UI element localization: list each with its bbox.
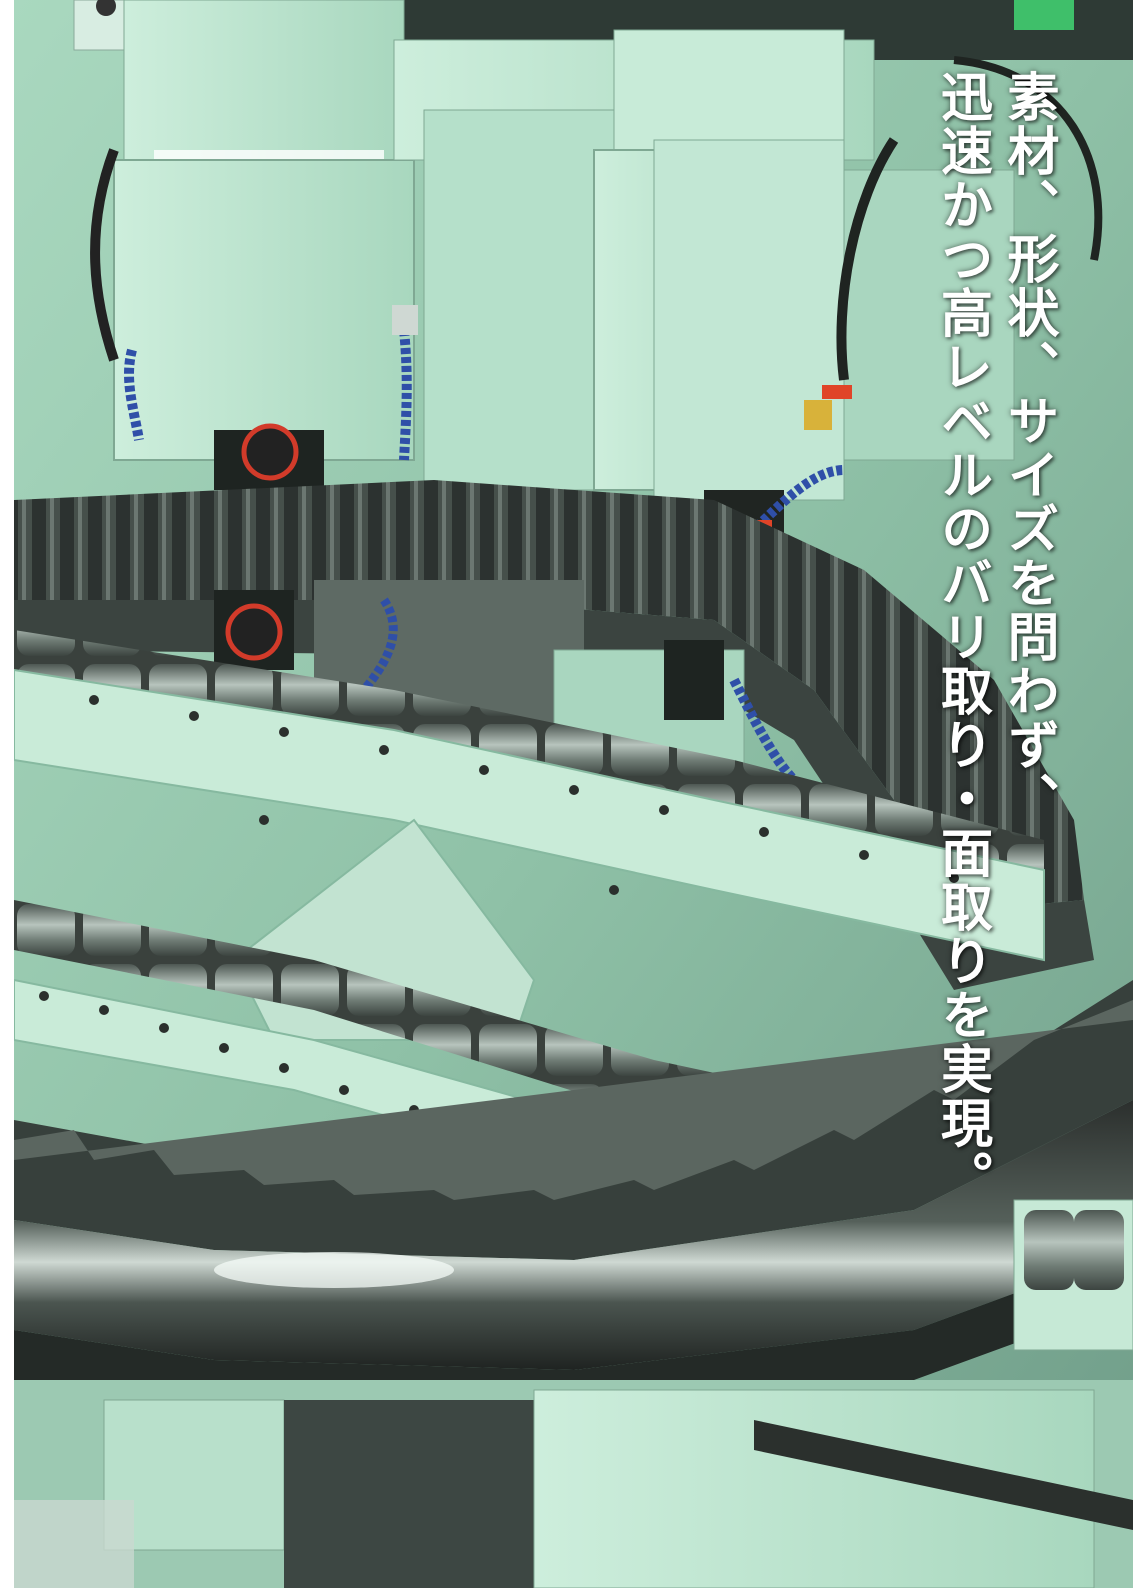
headline: 素材、形状、サイズを問わず、 迅速かつ高レベルのバリ取り・面取りを実現。 [928,70,1061,1204]
headline-line-1: 素材、形状、サイズを問わず、 [998,70,1058,826]
gear-deburring-machine-photo [14,0,1133,1588]
headline-line-2: 迅速かつ高レベルのバリ取り・面取りを実現。 [931,70,992,1204]
